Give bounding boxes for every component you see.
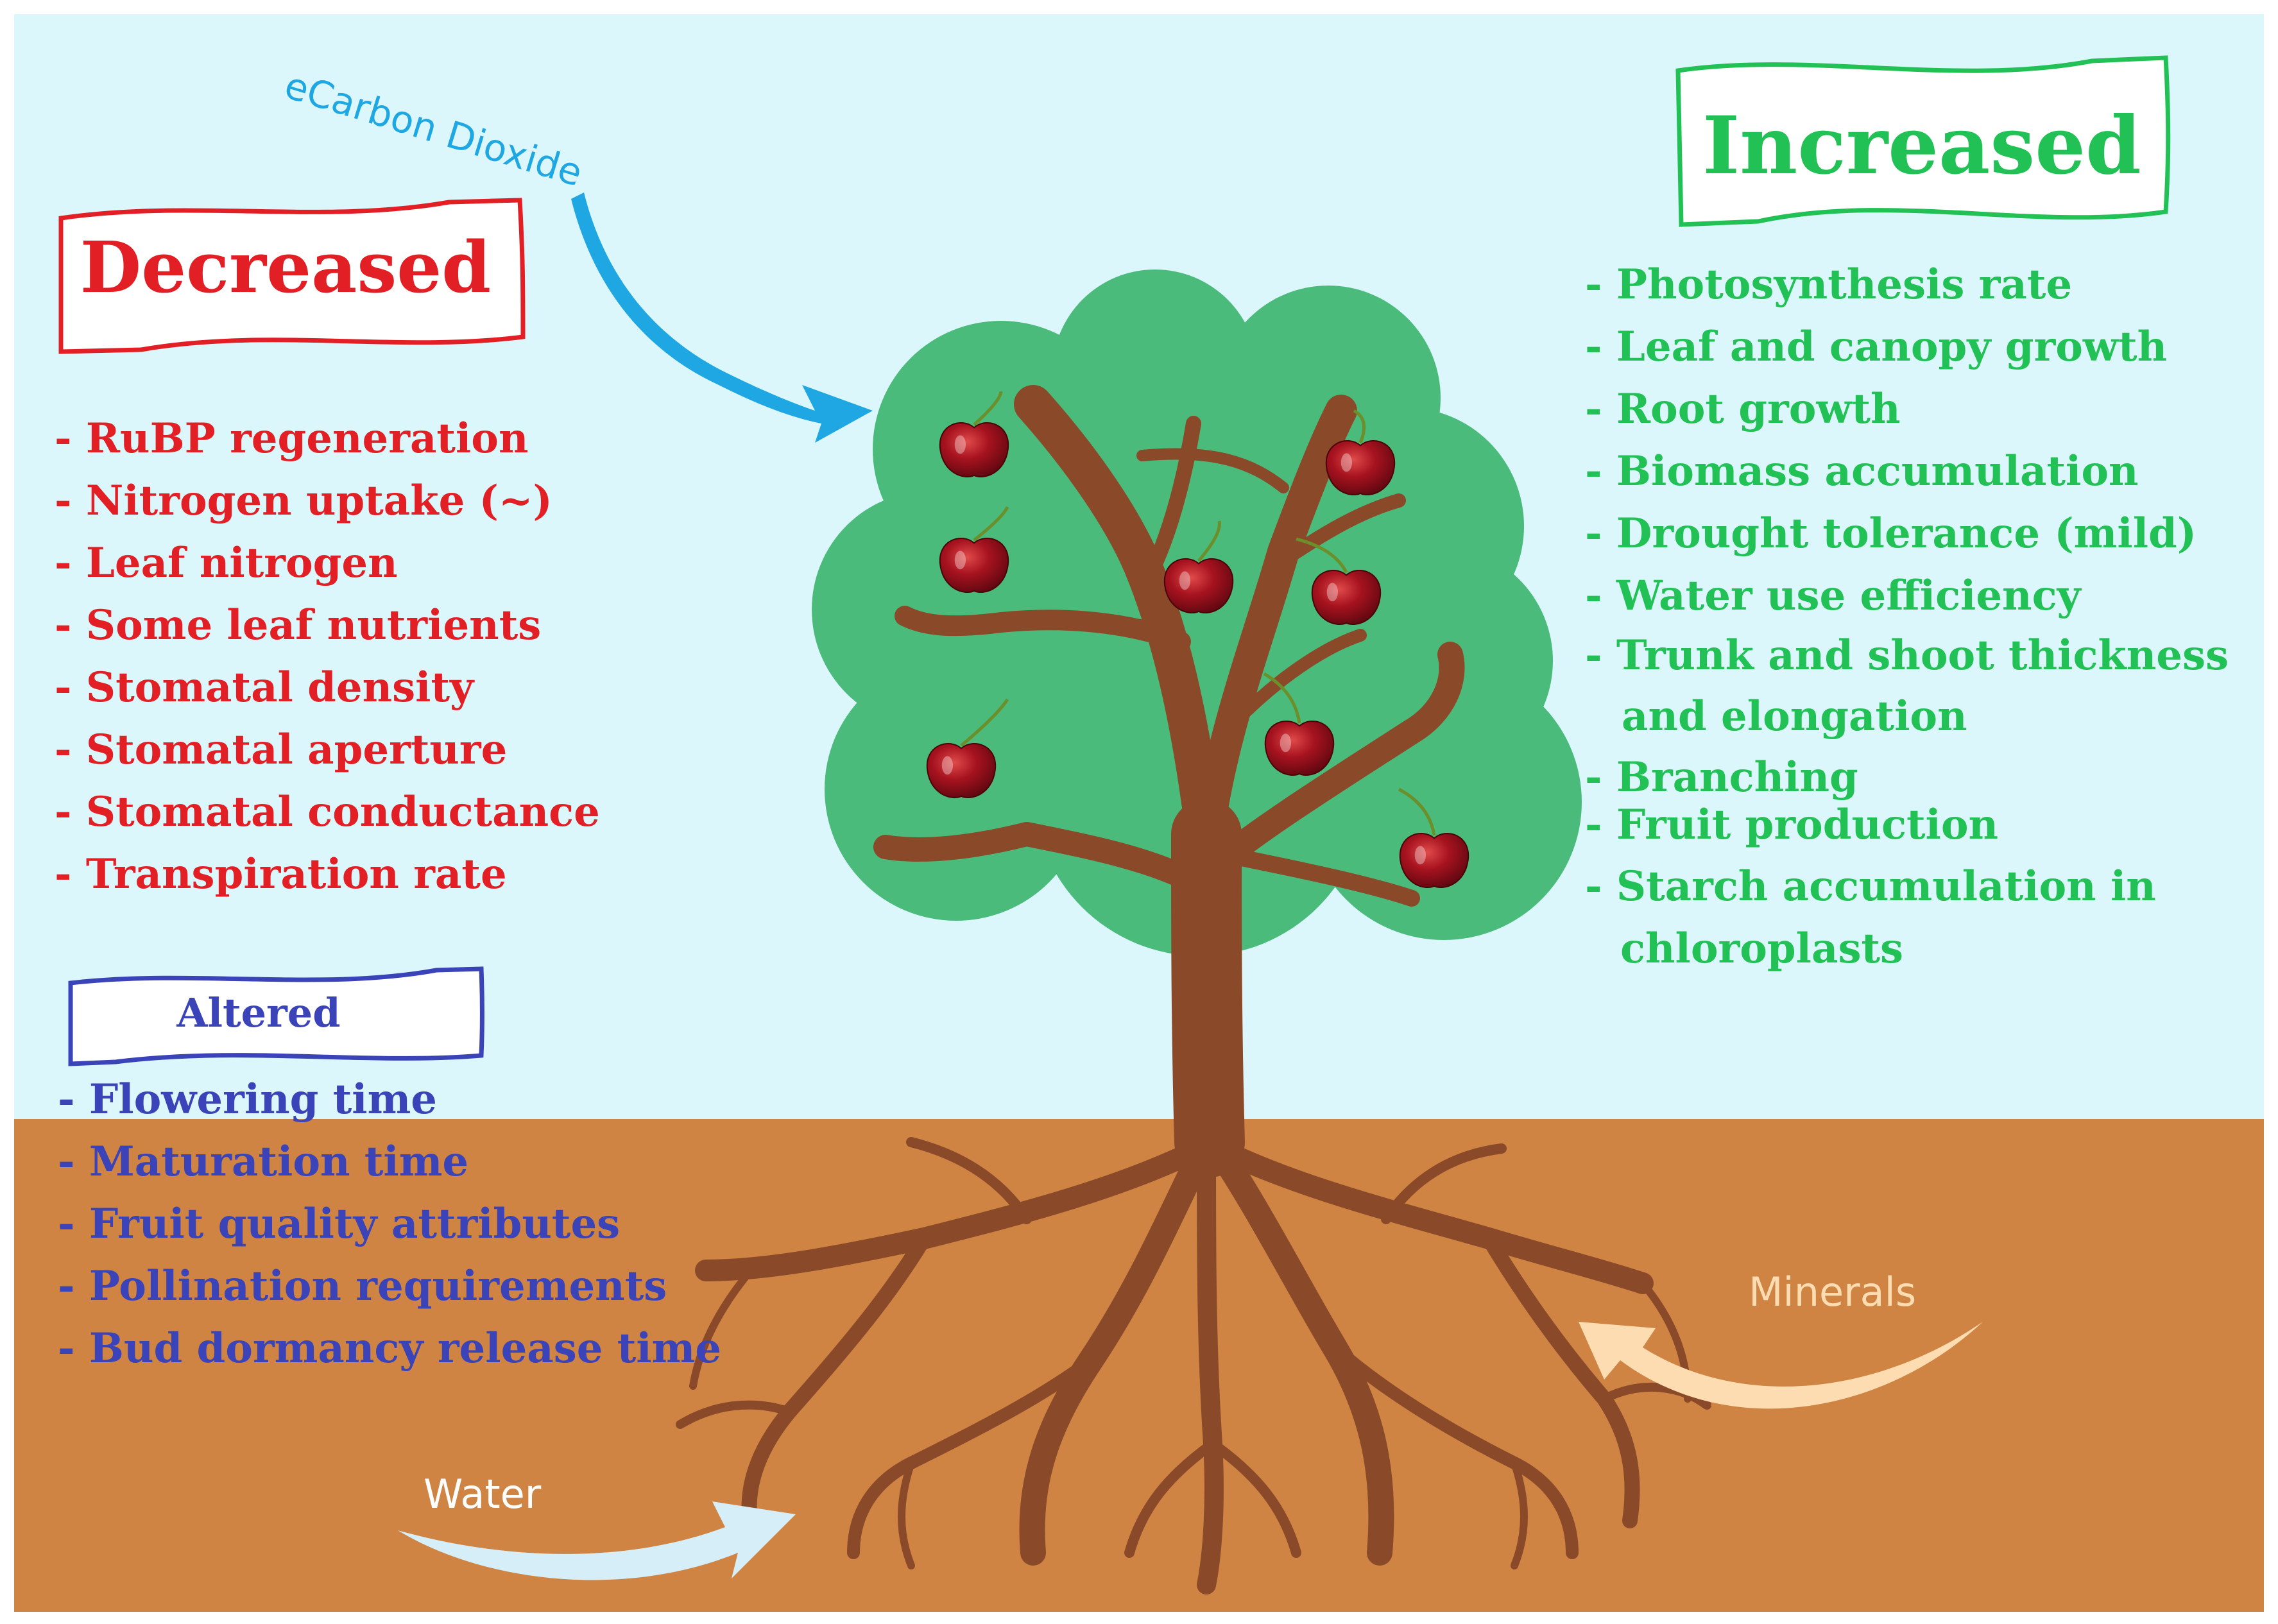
increased-item: - Water use efficiency: [1585, 572, 2082, 620]
cherry-stem: [1263, 672, 1301, 724]
altered-banner: [68, 966, 484, 1066]
decreased-item: - Transpiration rate: [55, 850, 507, 898]
increased-item: - Photosynthesis rate: [1585, 261, 2072, 309]
cherry: [1311, 570, 1382, 626]
cherry: [926, 743, 997, 799]
increased-item: and elongation: [1622, 692, 1967, 740]
increased-item: - Root growth: [1585, 385, 1901, 433]
carbon-dioxide-arrow: [571, 192, 873, 443]
altered-item: - Bud dormancy release time: [58, 1324, 721, 1372]
increased-item: - Branching: [1585, 753, 1858, 801]
cherry-stem: [973, 391, 1003, 426]
cherry-highlight: [954, 435, 966, 454]
cherry-highlight: [1280, 733, 1292, 753]
decreased-item: - Nitrogen uptake (~): [55, 477, 552, 525]
cherry-stem: [960, 698, 1009, 747]
increased-list: - Photosynthesis rate - Leaf and canopy …: [1585, 261, 2229, 973]
decreased-item: - Stomatal conductance: [55, 788, 600, 836]
cherry-highlight: [1340, 453, 1353, 472]
cherry-highlight: [954, 551, 966, 570]
decreased-item: - Stomatal aperture: [55, 726, 507, 774]
altered-item: - Fruit quality attributes: [58, 1200, 620, 1248]
decreased-item: - Leaf nitrogen: [55, 539, 398, 587]
altered-list: - Flowering time - Maturation time - Fru…: [58, 1075, 721, 1372]
increased-item: chloroplasts: [1620, 925, 1903, 973]
cherry: [1163, 558, 1234, 614]
cherry-stem: [973, 506, 1009, 542]
cherry-highlight: [1179, 571, 1191, 590]
cherry: [939, 538, 1009, 594]
decreased-item: - RuBP regeneration: [55, 415, 529, 463]
increased-title: Increased: [1702, 99, 2141, 192]
altered-title: Altered: [176, 989, 340, 1036]
decreased-banner: [58, 198, 526, 354]
decreased-item: - Some leaf nutrients: [55, 601, 541, 649]
increased-item: - Fruit production: [1585, 801, 1998, 849]
altered-item: - Pollination requirements: [58, 1262, 667, 1310]
increased-item: - Leaf and canopy growth: [1585, 323, 2167, 371]
tree-trunk: [873, 385, 1465, 1177]
altered-item: - Flowering time: [58, 1075, 437, 1124]
decreased-title: Decreased: [80, 226, 491, 309]
cherry: [1264, 721, 1335, 776]
increased-item: - Biomass accumulation: [1585, 447, 2139, 495]
cherry-stem: [1296, 537, 1348, 574]
cherry-highlight: [1414, 846, 1426, 865]
decreased-item: - Stomatal density: [55, 663, 475, 712]
cherry-highlight: [1326, 583, 1339, 602]
water-label: Water: [424, 1471, 542, 1517]
increased-banner: [1675, 55, 2171, 227]
increased-item: - Starch accumulation in: [1585, 862, 2156, 910]
tree-roots: [676, 1123, 1711, 1594]
cherry-stem: [1353, 409, 1366, 443]
cherry: [1325, 440, 1396, 496]
minerals-arrow: [1579, 1322, 1983, 1409]
cherries: [926, 391, 1469, 889]
decreased-list: - RuBP regeneration - Nitrogen uptake (~…: [55, 415, 600, 898]
altered-item: - Maturation time: [58, 1138, 468, 1186]
cherry-stem: [1398, 787, 1436, 836]
increased-item: - Drought tolerance (mild): [1585, 509, 2197, 558]
increased-item: - Trunk and shoot thickness: [1585, 631, 2229, 680]
cherry-highlight: [941, 756, 954, 775]
water-arrow: [398, 1501, 796, 1580]
cherry-stem: [1197, 520, 1221, 562]
cherry: [939, 422, 1009, 478]
minerals-label: Minerals: [1749, 1269, 1916, 1315]
cherry: [1399, 833, 1469, 889]
